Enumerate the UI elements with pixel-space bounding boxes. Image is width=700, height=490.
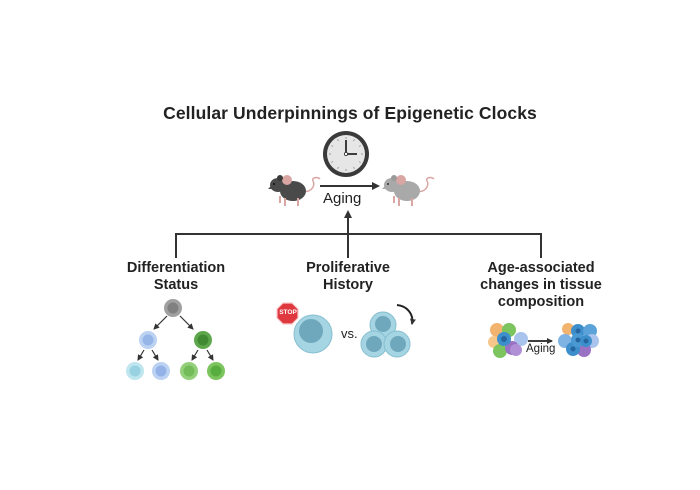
light-green-mature-cell	[180, 362, 198, 380]
heading-line: changes in tissue	[480, 277, 602, 293]
quiescent-cell	[293, 314, 333, 354]
stop-sign-text: STOP	[279, 309, 297, 316]
vs-label: vs.	[341, 326, 358, 341]
heading-proliferative-history: Proliferative History	[278, 260, 418, 294]
heading-line: History	[323, 277, 373, 293]
dark-green-progenitor-cell	[194, 331, 212, 349]
cycle-arrow-icon	[396, 304, 416, 325]
heading-line: Age-associated	[487, 260, 595, 276]
green-mature-cell	[207, 362, 225, 380]
heading-differentiation-status: Differentiation Status	[106, 260, 246, 294]
heading-line: Differentiation	[126, 260, 226, 276]
aging-label: Aging	[323, 190, 362, 207]
heading-tissue-composition: Age-associated changes in tissue composi…	[466, 260, 616, 311]
heading-line: composition	[497, 294, 585, 310]
cyan-mature-cell	[126, 362, 144, 380]
diagram-title: Cellular Underpinnings of Epigenetic Clo…	[163, 103, 537, 123]
tissue-aging-label: Aging	[526, 343, 556, 355]
young-tissue-cluster	[488, 323, 528, 358]
light-blue-progenitor-cell	[139, 331, 157, 349]
stop-sign-icon	[276, 302, 299, 325]
heading-line: Status	[153, 277, 199, 293]
gray-stem-cell	[164, 299, 182, 317]
aged-tissue-cluster	[558, 323, 599, 357]
dividing-cells	[360, 311, 411, 358]
heading-line: Proliferative	[306, 260, 390, 276]
blue-mature-cell	[152, 362, 170, 380]
